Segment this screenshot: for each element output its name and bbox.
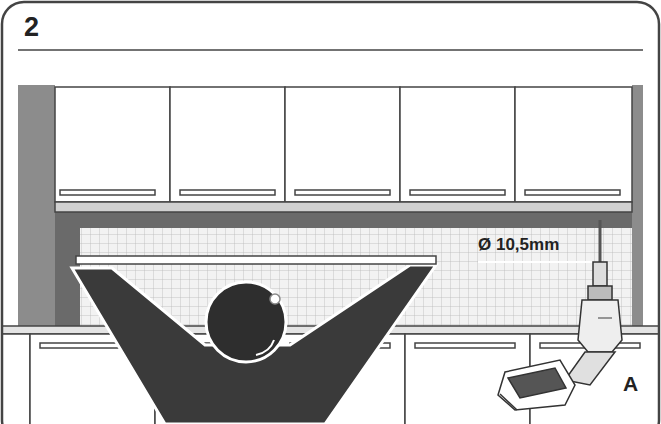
straightedge <box>76 256 436 264</box>
step-number: 2 <box>24 14 39 41</box>
upper-cabinets <box>55 87 632 212</box>
part-letter: A <box>623 373 638 394</box>
person-figure <box>72 256 436 424</box>
leader-line <box>478 261 600 263</box>
dimension-label: Ø 10,5mm <box>478 236 559 253</box>
